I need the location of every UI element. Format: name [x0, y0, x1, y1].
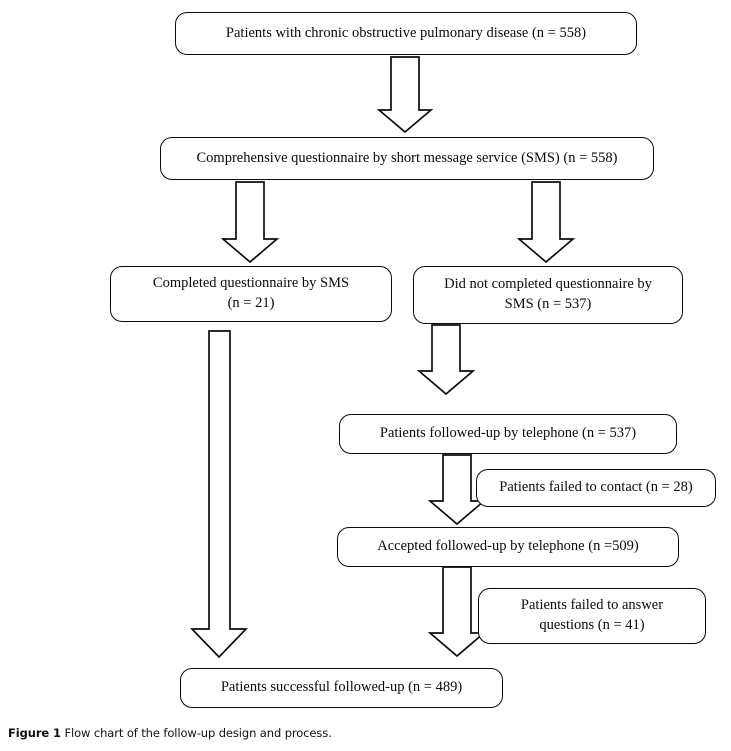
node-accepted-telephone: Accepted followed-up by telephone (n =50… [337, 527, 679, 567]
figure-caption: Figure 1 Flow chart of the follow-up des… [8, 726, 708, 741]
node-followed-telephone: Patients followed-up by telephone (n = 5… [339, 414, 677, 454]
node-successful-label: Patients successful followed-up (n = 489… [220, 679, 463, 696]
arrow-completed-to-successful [189, 330, 249, 659]
figure-label: Figure 1 [8, 726, 61, 740]
node-failed-contact-label: Patients failed to contact (n = 28) [499, 479, 693, 496]
node-followed-telephone-label: Patients followed-up by telephone (n = 5… [379, 425, 637, 442]
arrow-not-completed-to-telephone [416, 324, 476, 396]
node-not-completed-sms: Did not completed questionnaire by SMS (… [413, 266, 683, 324]
node-failed-answer: Patients failed to answer questions (n =… [478, 588, 706, 644]
node-enrolled: Patients with chronic obstructive pulmon… [175, 12, 637, 55]
node-successful: Patients successful followed-up (n = 489… [180, 668, 503, 708]
figure-caption-text: Flow chart of the follow-up design and p… [64, 726, 332, 740]
node-accepted-telephone-label: Accepted followed-up by telephone (n =50… [377, 538, 639, 555]
arrow-enrolled-to-sms [376, 56, 434, 134]
arrow-accepted-to-successful [427, 566, 487, 658]
node-completed-sms: Completed questionnaire by SMS (n = 21) [110, 266, 392, 322]
arrow-sms-to-not-completed [516, 181, 576, 264]
node-sms-questionnaire: Comprehensive questionnaire by short mes… [160, 137, 654, 180]
node-not-completed-sms-label: Did not completed questionnaire by SMS (… [444, 276, 652, 312]
node-failed-answer-label: Patients failed to answer questions (n =… [520, 597, 664, 633]
node-failed-contact: Patients failed to contact (n = 28) [476, 469, 716, 507]
arrow-sms-to-completed [220, 181, 280, 264]
node-enrolled-label: Patients with chronic obstructive pulmon… [225, 24, 587, 41]
node-sms-questionnaire-label: Comprehensive questionnaire by short mes… [196, 149, 618, 166]
node-completed-sms-label: Completed questionnaire by SMS (n = 21) [152, 275, 350, 311]
